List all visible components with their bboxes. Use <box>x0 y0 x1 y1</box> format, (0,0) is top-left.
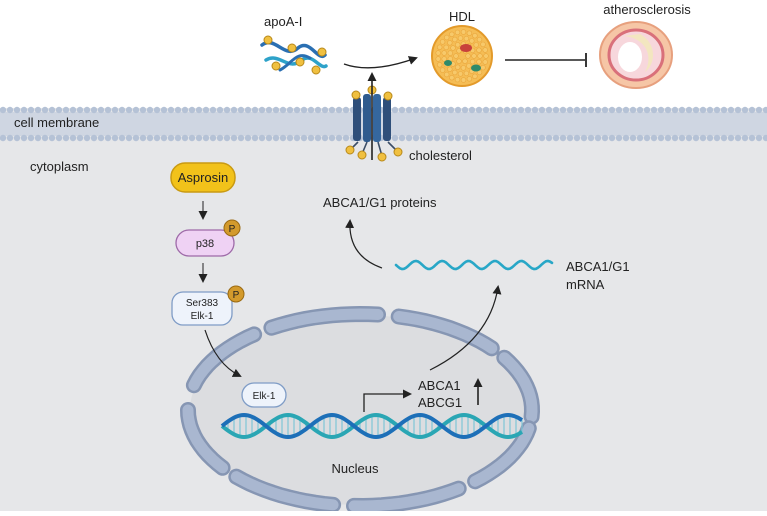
apoa-i-protein <box>260 35 328 75</box>
transcription-start-arrow <box>363 389 412 412</box>
cell-membrane-label: cell membrane <box>14 115 99 130</box>
cholesterol-label: cholesterol <box>409 148 472 163</box>
hdl-particle <box>431 25 493 87</box>
cytoplasm-label: cytoplasm <box>30 159 89 174</box>
elk1-translocation-arrow <box>204 329 242 377</box>
cholesterol-molecules <box>345 85 403 162</box>
ser383-elk1-node <box>171 291 233 326</box>
asprosin-label: Asprosin <box>178 170 229 185</box>
abca1-g1-transporter <box>349 94 399 157</box>
asprosin-node <box>170 162 236 193</box>
dna-helix <box>220 412 524 440</box>
elk1-nuclear-node <box>241 382 287 408</box>
abca1-gene-label: ABCA1 <box>418 378 461 393</box>
p38-phospho-label: P <box>229 224 236 235</box>
abcg1-gene-label: ABCG1 <box>418 395 462 410</box>
nucleus-interior <box>190 315 530 505</box>
abca1-g1-proteins-label: ABCA1/G1 proteins <box>323 195 437 210</box>
ser383-elk1-label: Elk-1 <box>191 311 214 322</box>
nuclear-envelope <box>180 305 541 515</box>
apoa-i-label: apoA-I <box>264 14 302 29</box>
elk1-phospho-badge <box>227 285 245 303</box>
p38-phospho-badge <box>223 219 241 237</box>
apoa-lipid-dots <box>263 35 327 75</box>
atherosclerotic-vessel-icon <box>599 21 673 89</box>
ser383-label: Ser383 <box>186 298 219 309</box>
apoa-to-hdl-arrow <box>343 56 418 69</box>
nucleus <box>180 305 541 515</box>
hdl-label: HDL <box>449 9 475 24</box>
nucleus-label: Nucleus <box>332 461 379 476</box>
atherosclerosis-label: atherosclerosis <box>603 2 691 17</box>
p38-label: p38 <box>196 238 214 250</box>
elk1-nuclear-label: Elk-1 <box>253 391 276 402</box>
p38-node <box>175 229 235 257</box>
mrna-export-arrow <box>429 285 502 371</box>
mrna-label-line2: mRNA <box>566 277 605 292</box>
mrna-strand <box>394 259 554 271</box>
translation-arrow <box>345 219 383 269</box>
elk1-phospho-label: P <box>233 290 240 301</box>
mrna-label-line1: ABCA1/G1 <box>566 259 630 274</box>
